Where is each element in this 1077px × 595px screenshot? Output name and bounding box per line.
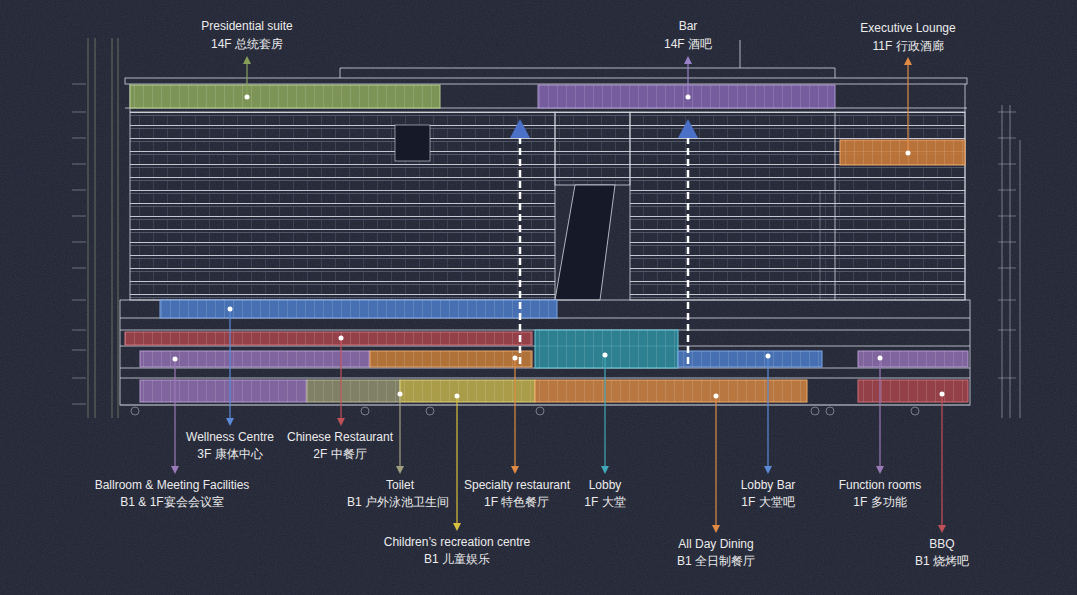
- callout-label: Lobby: [589, 478, 622, 493]
- tower-floors: [630, 112, 965, 300]
- zones: [125, 85, 968, 402]
- axis-lines: [88, 38, 118, 418]
- leader-lines: [171, 56, 946, 533]
- callout-label: Bar: [679, 19, 698, 34]
- callout-label: 1F 多功能: [853, 495, 906, 510]
- podium: [120, 300, 970, 405]
- tower-edge: [820, 190, 821, 300]
- callout-label: B1 儿童娱乐: [424, 552, 490, 567]
- dimension-lines: [1002, 105, 1020, 418]
- tower-floors: [555, 112, 630, 185]
- callout-label: Toilet: [386, 478, 414, 493]
- callout-label: B1 户外泳池卫生间: [347, 495, 449, 510]
- callout-label: All Day Dining: [678, 537, 753, 552]
- callout-label: Ballroom & Meeting Facilities: [95, 478, 250, 493]
- circulation-arrow: [510, 119, 698, 364]
- void: [395, 125, 430, 161]
- callout-label: Children’s recreation centre: [384, 535, 531, 550]
- callout-label: 3F 康体中心: [197, 447, 262, 462]
- void: [555, 185, 615, 300]
- roof: [125, 40, 967, 300]
- callout-label: B1 烧烤吧: [915, 554, 969, 569]
- callout-label: 1F 大堂吧: [741, 495, 794, 510]
- callout-label: Specialty restaurant: [464, 478, 570, 493]
- callout-label: 11F 行政酒廊: [872, 39, 943, 54]
- callout-label: Function rooms: [839, 478, 922, 493]
- zone-detail: [125, 85, 968, 402]
- callout-label: Lobby Bar: [741, 478, 796, 493]
- callout-label: Chinese Restaurant: [287, 430, 393, 445]
- callout-label: B1 全日制餐厅: [677, 554, 755, 569]
- grid-axis: [120, 405, 970, 415]
- level-ticks: [72, 84, 1016, 404]
- callout-label: Presidential suite: [201, 19, 292, 34]
- callout-label: BBQ: [929, 537, 954, 552]
- callout-label: 14F 总统套房: [211, 37, 283, 52]
- tower-edge: [835, 112, 836, 300]
- callout-label: Executive Lounge: [860, 21, 955, 36]
- tower-floors: [130, 112, 555, 300]
- callout-label: B1 & 1F宴会会议室: [120, 495, 223, 510]
- callout-label: 1F 特色餐厅: [484, 495, 549, 510]
- callout-label: 1F 大堂: [584, 495, 625, 510]
- callout-label: 14F 酒吧: [664, 37, 712, 52]
- callout-label: 2F 中餐厅: [313, 447, 366, 462]
- callout-label: Wellness Centre: [186, 430, 274, 445]
